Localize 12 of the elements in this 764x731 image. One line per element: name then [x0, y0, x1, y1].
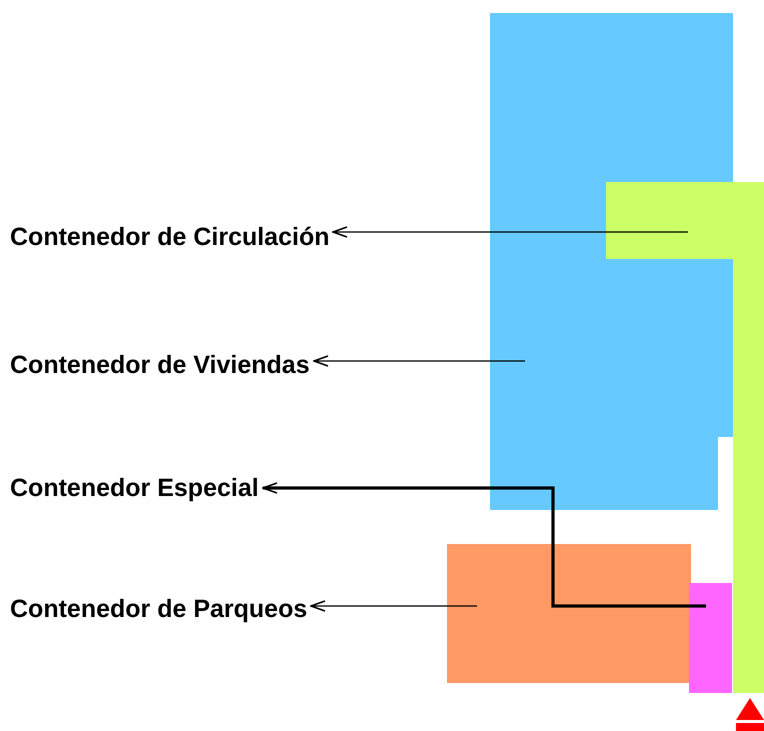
parking-block [447, 544, 691, 683]
special-block [689, 583, 732, 693]
container-label: Contenedor de Parqueos [10, 594, 308, 624]
container-label: Contenedor de Viviendas [10, 350, 310, 380]
circulation-block [606, 182, 764, 693]
leader-line [313, 355, 525, 367]
container-label: Contenedor Especial [10, 473, 259, 503]
leader-line [262, 482, 706, 608]
leader-line [332, 226, 688, 238]
container-label: Contenedor de Circulación [10, 222, 330, 252]
leader-line [310, 600, 477, 612]
housing-block [490, 13, 733, 510]
